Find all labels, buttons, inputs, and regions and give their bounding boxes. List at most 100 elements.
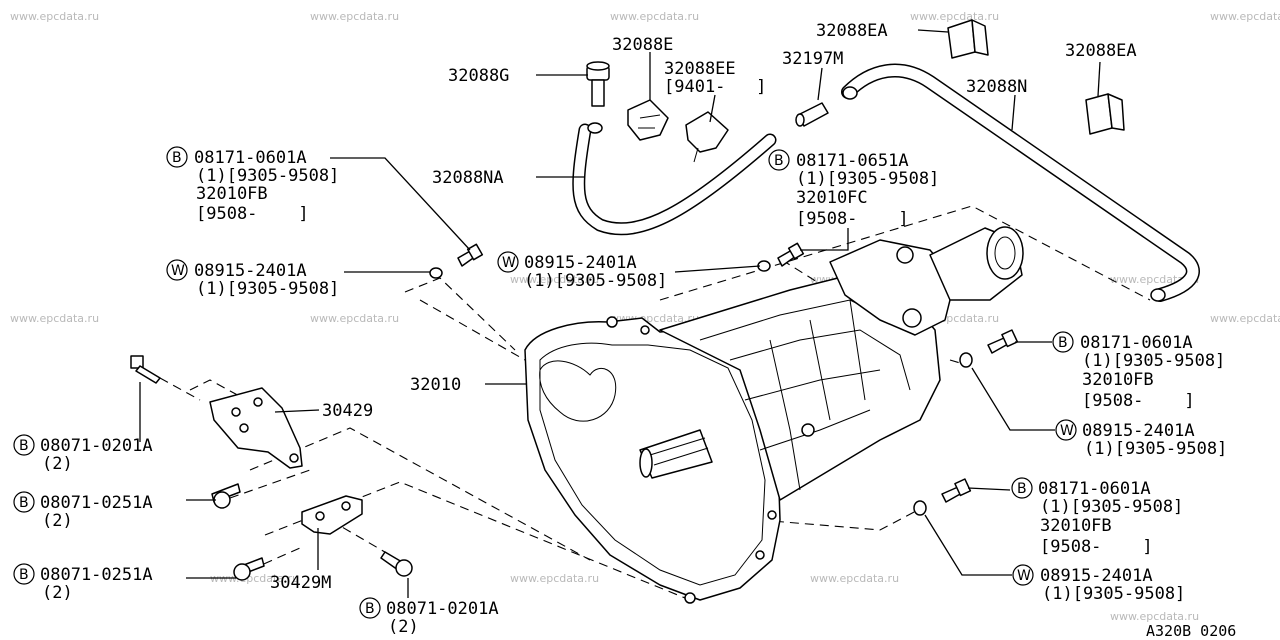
- part-qty: (1)[9305-9508]: [524, 271, 667, 291]
- washer-symbol-letter: W: [171, 263, 185, 279]
- watermark: www.epcdata.ru: [810, 572, 899, 585]
- watermark: www.epcdata.ru: [1210, 312, 1280, 325]
- washer-symbol: [1012, 564, 1034, 586]
- watermark: www.epcdata.ru: [610, 10, 699, 23]
- bolt-symbol: [166, 146, 188, 168]
- washer-icon: [913, 500, 927, 516]
- part-label[interactable]: 30429M: [270, 573, 331, 593]
- watermark: www.epcdata.ru: [910, 10, 999, 23]
- bolt-icon: [130, 355, 161, 384]
- breather-hose-32088NA: [572, 122, 777, 236]
- bolt-icon: [941, 478, 972, 503]
- watermark: www.epcdata.ru: [1210, 10, 1280, 23]
- bracket-30429M: [301, 495, 363, 535]
- clip-32088E: [627, 99, 669, 141]
- part-label[interactable]: 08915-2401A: [1082, 421, 1195, 441]
- breather-32088G: [586, 61, 610, 107]
- part-label[interactable]: 32088EE: [664, 59, 736, 79]
- part-qty: (1)[9305-9508]: [1042, 584, 1185, 604]
- bolt-symbol: [768, 149, 790, 171]
- washer-symbol: [166, 259, 188, 281]
- bolt-symbol-letter: B: [172, 150, 182, 166]
- part-range: [9508- ]: [1082, 391, 1195, 411]
- bolt-icon: [457, 243, 484, 267]
- washer-icon: [429, 267, 443, 279]
- part-qty: (1)[9305-9508]: [1040, 497, 1183, 517]
- part-label[interactable]: 32010FB: [1040, 516, 1112, 536]
- watermark: www.epcdata.ru: [310, 10, 399, 23]
- part-label[interactable]: 08171-0601A: [194, 148, 307, 168]
- bolt-symbol-letter: B: [1017, 481, 1027, 497]
- watermark: www.epcdata.ru: [210, 572, 299, 585]
- part-label[interactable]: 32197M: [782, 49, 843, 69]
- watermark: www.epcdata.ru: [510, 572, 599, 585]
- bolt-icon: [987, 329, 1019, 354]
- part-label[interactable]: 08071-0201A: [386, 599, 499, 619]
- leader-lines: [139, 29, 1101, 598]
- breather-hose-32088N: [841, 63, 1200, 302]
- connector-32197M: [795, 102, 829, 127]
- part-label[interactable]: 08171-0601A: [1080, 333, 1193, 353]
- part-qty: (2): [42, 511, 73, 531]
- part-label[interactable]: 08171-0601A: [1038, 479, 1151, 499]
- part-label[interactable]: 08915-2401A: [1040, 566, 1153, 586]
- washer-symbol: [497, 251, 519, 273]
- bolt-symbol: [359, 597, 381, 619]
- part-range: [9401- ]: [664, 77, 766, 97]
- bracket-30429: [209, 387, 303, 469]
- watermark: www.epcdata.ru: [510, 273, 599, 286]
- part-qty: (2): [42, 583, 73, 603]
- part-label[interactable]: 32088E: [612, 35, 673, 55]
- bolt-symbol: [1052, 331, 1074, 353]
- part-qty: (1)[9305-9508]: [1082, 351, 1225, 371]
- bolt-symbol-letter: B: [1058, 335, 1068, 351]
- bolt-symbol-letter: B: [19, 567, 29, 583]
- clip-32088EE: [685, 111, 729, 163]
- part-label[interactable]: 08071-0251A: [40, 493, 153, 513]
- part-label[interactable]: 32088EA: [816, 21, 888, 41]
- part-label[interactable]: 08071-0251A: [40, 565, 153, 585]
- bolt-icon: [380, 551, 413, 577]
- page-reference: A320B 0206: [1146, 622, 1236, 640]
- washer-symbol-letter: W: [1060, 423, 1074, 439]
- part-qty: (2): [42, 454, 73, 474]
- bolt-icon: [233, 557, 265, 581]
- clamp-32088EA-top: [947, 19, 989, 59]
- part-label[interactable]: 32088N: [966, 77, 1027, 97]
- part-range: [9508- ]: [796, 209, 909, 229]
- bolt-symbol: [13, 563, 35, 585]
- bolt-symbol-letter: B: [19, 495, 29, 511]
- part-label[interactable]: 32010: [410, 375, 461, 395]
- watermark: www.epcdata.ru: [10, 10, 99, 23]
- part-qty: (2): [388, 617, 419, 637]
- washer-symbol-letter: W: [1017, 568, 1031, 584]
- watermark: www.epcdata.ru: [310, 312, 399, 325]
- washer-icon: [959, 352, 973, 368]
- part-label[interactable]: 08915-2401A: [524, 253, 637, 273]
- part-label[interactable]: 32010FC: [796, 188, 868, 208]
- bolt-symbol-letter: B: [365, 601, 375, 617]
- clamp-32088EA-right: [1085, 93, 1125, 135]
- part-label[interactable]: 32010FB: [196, 184, 268, 204]
- washer-symbol: [1055, 419, 1077, 441]
- part-range: [9508- ]: [196, 204, 309, 224]
- part-label[interactable]: 08915-2401A: [194, 261, 307, 281]
- part-label[interactable]: 32088G: [448, 66, 509, 86]
- bolt-symbol-letter: B: [774, 153, 784, 169]
- part-labels: 32088G 32088E 32088EE [9401- ] 32197M 32…: [13, 21, 1236, 640]
- part-qty: (1)[9305-9508]: [196, 279, 339, 299]
- transmission-case-32010: [524, 226, 1024, 604]
- watermark: www.epcdata.ru: [10, 312, 99, 325]
- part-label[interactable]: 08171-0651A: [796, 151, 909, 171]
- part-label[interactable]: 32088EA: [1065, 41, 1137, 61]
- bolt-symbol: [1011, 477, 1033, 499]
- part-label[interactable]: 32010FB: [1082, 370, 1154, 390]
- part-label[interactable]: 08071-0201A: [40, 436, 153, 456]
- part-label[interactable]: 32088NA: [432, 168, 504, 188]
- bolt-symbol-letter: B: [19, 438, 29, 454]
- part-range: [9508- ]: [1040, 537, 1153, 557]
- part-qty: (1)[9305-9508]: [1084, 439, 1227, 459]
- part-label[interactable]: 30429: [322, 401, 373, 421]
- watermark: www.epcdata.ru: [1110, 610, 1199, 623]
- part-qty: (1)[9305-9508]: [196, 166, 339, 186]
